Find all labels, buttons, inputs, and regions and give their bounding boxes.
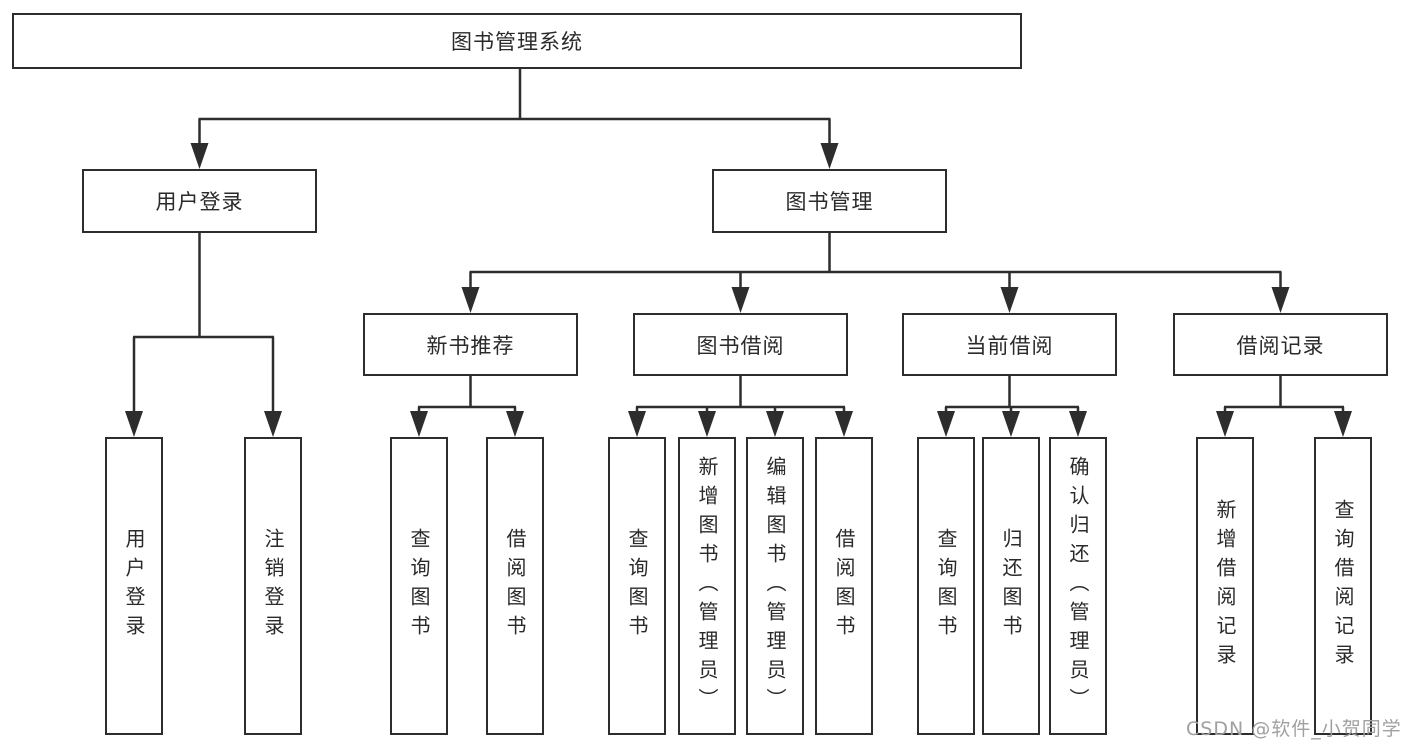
csdn-watermark: CSDN @软件_小贺同学 xyxy=(1186,718,1402,740)
node-label: 查询图书 xyxy=(407,528,431,644)
leaf-edit-books-admin: 编辑图书（管理员） xyxy=(746,437,804,735)
node-library-management-system: 图书管理系统 xyxy=(12,13,1022,69)
node-book-management: 图书管理 xyxy=(712,169,947,233)
node-label: 归还图书 xyxy=(999,528,1023,644)
leaf-query-borrow-record: 查询借阅记录 xyxy=(1314,437,1372,735)
node-label: 新增借阅记录 xyxy=(1213,499,1237,673)
node-current-borrowing: 当前借阅 xyxy=(902,313,1117,376)
node-label: 新书推荐 xyxy=(426,333,515,358)
node-label: 查询借阅记录 xyxy=(1331,499,1355,673)
node-book-borrowing: 图书借阅 xyxy=(633,313,848,376)
node-new-book-recommend: 新书推荐 xyxy=(363,313,578,376)
leaf-query-books-current: 查询图书 xyxy=(917,437,975,735)
node-label: 借阅图书 xyxy=(503,528,527,644)
node-label: 注销登录 xyxy=(261,528,285,644)
node-label: 编辑图书（管理员） xyxy=(763,455,787,717)
node-user-login: 用户登录 xyxy=(82,169,317,233)
leaf-logout: 注销登录 xyxy=(244,437,302,735)
node-label: 借阅图书 xyxy=(832,528,856,644)
node-label: 当前借阅 xyxy=(965,333,1054,358)
leaf-add-borrow-record: 新增借阅记录 xyxy=(1196,437,1254,735)
node-label: 用户登录 xyxy=(155,190,244,214)
node-label: 确认归还（管理员） xyxy=(1066,455,1090,717)
node-label: 图书管理系统 xyxy=(451,30,583,54)
leaf-return-books: 归还图书 xyxy=(982,437,1040,735)
node-label: 图书借阅 xyxy=(696,333,785,358)
leaf-add-books-admin: 新增图书（管理员） xyxy=(678,437,736,735)
node-label: 图书管理 xyxy=(785,190,874,214)
leaf-query-books-borrowing: 查询图书 xyxy=(608,437,666,735)
leaf-query-books-recommend: 查询图书 xyxy=(390,437,448,735)
leaf-borrow-books-borrowing: 借阅图书 xyxy=(815,437,873,735)
node-label: 新增图书（管理员） xyxy=(695,455,719,717)
node-label: 用户登录 xyxy=(122,528,146,644)
leaf-confirm-return-admin: 确认归还（管理员） xyxy=(1049,437,1107,735)
node-label: 借阅记录 xyxy=(1236,333,1325,358)
leaf-borrow-books-recommend: 借阅图书 xyxy=(486,437,544,735)
leaf-user-login: 用户登录 xyxy=(105,437,163,735)
node-borrowing-records: 借阅记录 xyxy=(1173,313,1388,376)
node-label: 查询图书 xyxy=(625,528,649,644)
node-label: 查询图书 xyxy=(934,528,958,644)
